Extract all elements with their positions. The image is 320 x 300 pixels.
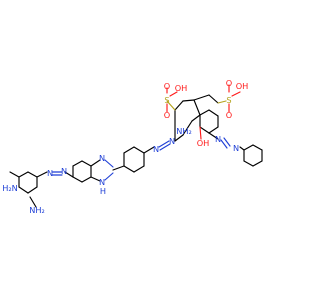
atom-label-nh2-lower: NH₂: [29, 205, 45, 215]
bond-lines: [9, 84, 263, 208]
atom-label-oh-naph: OH: [197, 138, 210, 148]
atom-label-s-right: S: [226, 95, 231, 105]
atom-label-n-az1a: N: [47, 168, 53, 178]
atom-label-oh-s-right: OH: [236, 81, 249, 91]
atom-label-n-az2b: N: [169, 136, 175, 146]
atom-label-s-left: S: [164, 95, 169, 105]
atom-label-bim-n: N: [99, 153, 105, 163]
atom-label-n-az1b: N: [61, 166, 67, 176]
atom-label-bim-nh: N: [99, 177, 105, 187]
atom-label-o-s-left-top: O: [164, 81, 170, 91]
atom-label-bim-h: H: [100, 186, 106, 196]
atom-label-oh-s-left: OH: [175, 83, 188, 93]
atom-label-o-s-right-top: O: [226, 78, 232, 88]
atom-label-o-s-right-bottom: O: [226, 110, 232, 120]
atom-label-o-s-left-bottom: O: [164, 110, 170, 120]
atom-label-nh2-left: H₂N: [2, 183, 18, 193]
atom-label-n-az3a: N: [215, 134, 221, 144]
atom-label-n-az3b: N: [233, 143, 239, 153]
atom-label-n-az2a: N: [153, 144, 159, 154]
atom-label-amino-nh2: NH₂: [176, 126, 192, 136]
